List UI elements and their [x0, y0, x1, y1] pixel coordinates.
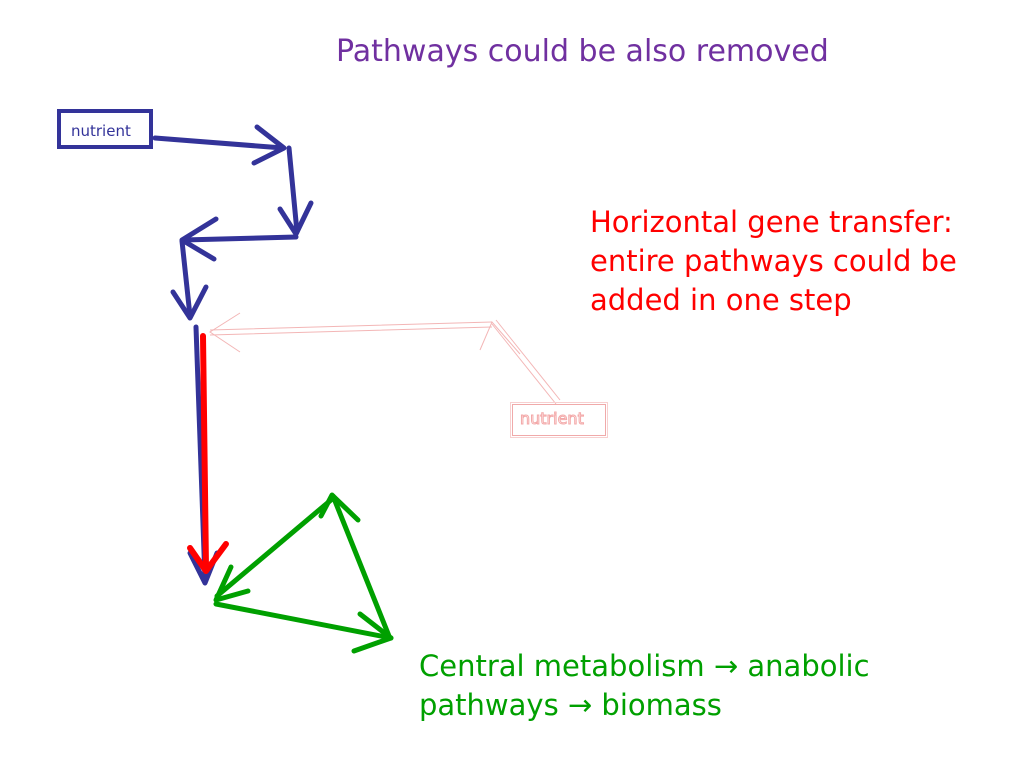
- blue-arrowhead-2: [277, 200, 314, 237]
- nutrient-node-removed: nutrient: [510, 402, 608, 438]
- green-arrowhead-up: [318, 492, 361, 523]
- ghost-arrow-head-left: [209, 312, 241, 353]
- blue-arrow-1: [152, 135, 286, 151]
- hgt-arrow: [187, 333, 229, 574]
- central-metabolism-annotation: Central metabolism → anabolic pathways →…: [419, 647, 870, 725]
- green-arrow-left: [214, 497, 334, 599]
- red-arrowhead: [187, 541, 229, 574]
- blue-arrowhead-4: [170, 284, 209, 321]
- red-arrow-shaft: [200, 333, 209, 571]
- central-metabolism-cycle: [213, 492, 394, 654]
- central-line-2: pathways → biomass: [419, 688, 722, 722]
- nutrient-label: nutrient: [71, 122, 131, 140]
- nutrient-removed-label: nutrient: [520, 409, 585, 429]
- hgt-line-1: Horizontal gene transfer:: [590, 205, 953, 239]
- green-arrow-up: [330, 493, 392, 639]
- ghost-arrow-shaft-horizontal: [209, 321, 493, 336]
- blue-arrow-3: [180, 234, 299, 243]
- blue-arrowhead-1: [251, 124, 287, 166]
- blue-arrow-4: [179, 238, 193, 319]
- blue-arrow-2: [286, 145, 300, 235]
- removed-pathway: [209, 312, 561, 405]
- hgt-annotation: Horizontal gene transfer: entire pathway…: [590, 203, 957, 320]
- green-arrow-right: [213, 601, 394, 641]
- hgt-line-2: entire pathways could be: [590, 244, 957, 278]
- green-arrowhead-right: [351, 611, 394, 654]
- green-arrowhead-left: [213, 564, 251, 603]
- slide-title: Pathways could be also removed: [336, 34, 829, 69]
- central-line-1: Central metabolism → anabolic: [419, 649, 870, 683]
- nutrient-node: nutrient: [57, 109, 153, 149]
- blue-pathway: [152, 124, 314, 586]
- ghost-arrow-shaft-vertical: [491, 319, 561, 405]
- hgt-line-3: added in one step: [590, 283, 852, 317]
